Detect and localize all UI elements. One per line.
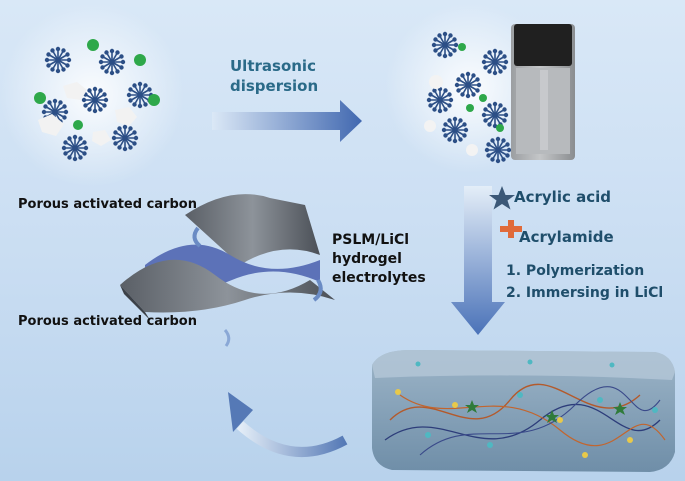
cross-shape-icon bbox=[500, 220, 522, 238]
device-sandwich bbox=[120, 194, 335, 320]
ultrasonic-label: Ultrasonic dispersion bbox=[230, 56, 318, 96]
ultrasonic-line-1: Ultrasonic bbox=[230, 57, 316, 75]
initial-mixture bbox=[0, 3, 184, 187]
process-arrow bbox=[451, 186, 505, 335]
electrolyte-line-3: electrolytes bbox=[332, 270, 426, 286]
curve-arrow bbox=[312, 278, 323, 302]
ultrasonic-line-2: dispersion bbox=[230, 77, 319, 95]
electrolyte-line-2: hydrogel bbox=[332, 251, 402, 267]
dispersion-arrow bbox=[212, 100, 362, 142]
electrolyte-line-1: PSLM/LiCl bbox=[332, 232, 410, 248]
hydrogel-block bbox=[372, 350, 675, 472]
process-steps: 1. Polymerization 2. Immersing in LiCl bbox=[506, 260, 663, 304]
step-1: 1. Polymerization bbox=[506, 263, 645, 279]
electrode-bottom-label: Porous activated carbon bbox=[18, 314, 197, 329]
electrode-top-label: Porous activated carbon bbox=[18, 197, 197, 212]
curve-arrow bbox=[223, 329, 231, 347]
return-arrow bbox=[236, 421, 348, 457]
electrolyte-label: PSLM/LiCl hydrogel electrolytes bbox=[332, 231, 426, 288]
star-icon bbox=[489, 186, 515, 210]
return-arrowhead bbox=[228, 392, 253, 432]
step-2: 2. Immersing in LiCl bbox=[506, 285, 664, 301]
acrylic-acid-label: Acrylic acid bbox=[514, 188, 611, 206]
curve-arrow bbox=[192, 226, 202, 248]
vial-photo bbox=[511, 24, 575, 160]
acrylamide-label: Acrylamide bbox=[519, 228, 614, 246]
